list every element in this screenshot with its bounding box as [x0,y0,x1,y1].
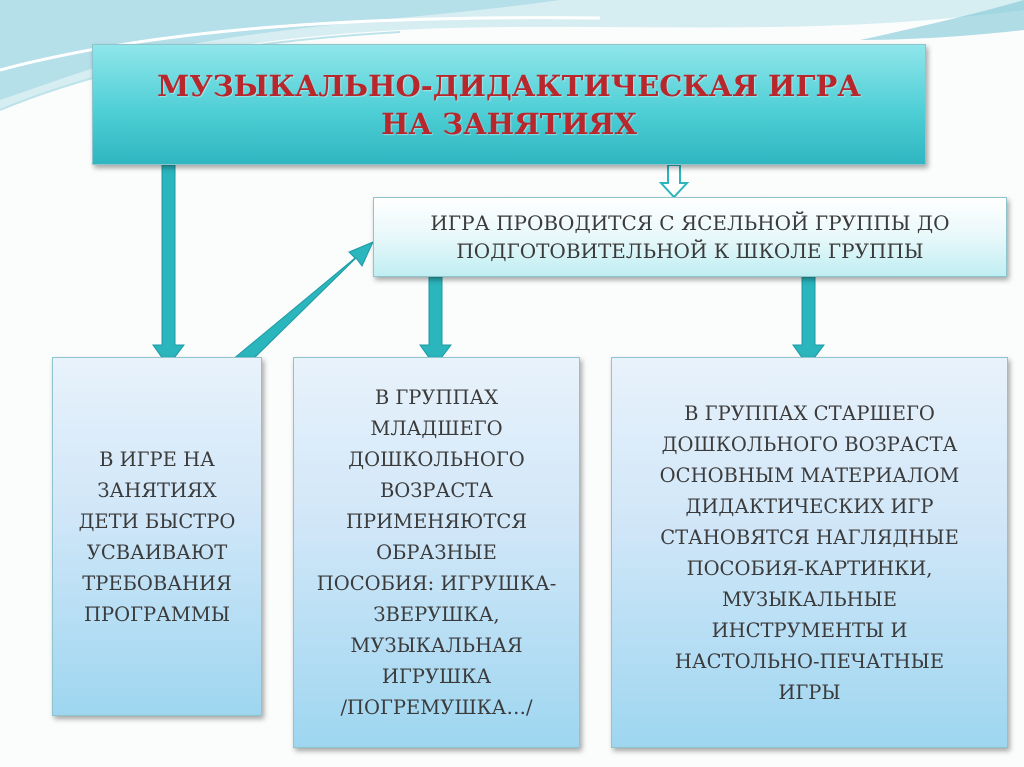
card-text: В ГРУППАХ МЛАДШЕГО ДОШКОЛЬНОГО ВОЗРАСТА … [316,386,557,719]
arrow-hollow-down [658,164,690,199]
title-box: МУЗЫКАЛЬНО-ДИДАКТИЧЕСКАЯ ИГРА НА ЗАНЯТИЯ… [92,44,926,165]
title-line-1: МУЗЫКАЛЬНО-ДИДАКТИЧЕСКАЯ ИГРА [157,68,861,103]
title-line-2: НА ЗАНЯТИЯХ [381,106,637,141]
card-younger-groups: В ГРУППАХ МЛАДШЕГО ДОШКОЛЬНОГО ВОЗРАСТА … [293,357,580,748]
arrow-down-right [792,276,826,367]
age-groups-text: ИГРА ПРОВОДИТСЯ С ЯСЕЛЬНОЙ ГРУППЫ ДО ПОД… [430,211,950,263]
age-groups-box: ИГРА ПРОВОДИТСЯ С ЯСЕЛЬНОЙ ГРУППЫ ДО ПОД… [373,197,1007,277]
arrow-down-middle [419,276,453,367]
card-older-groups: В ГРУППАХ СТАРШЕГО ДОШКОЛЬНОГО ВОЗРАСТА … [611,357,1008,748]
card-text: В ИГРЕ НА ЗАНЯТИЯХ ДЕТИ БЫСТРО УСВАИВАЮТ… [78,447,236,626]
card-program-requirements: В ИГРЕ НА ЗАНЯТИЯХ ДЕТИ БЫСТРО УСВАИВАЮТ… [52,357,262,716]
card-text: В ГРУППАХ СТАРШЕГО ДОШКОЛЬНОГО ВОЗРАСТА … [659,401,960,704]
arrow-down-left [152,164,186,367]
arrow-diagonal [231,241,374,371]
